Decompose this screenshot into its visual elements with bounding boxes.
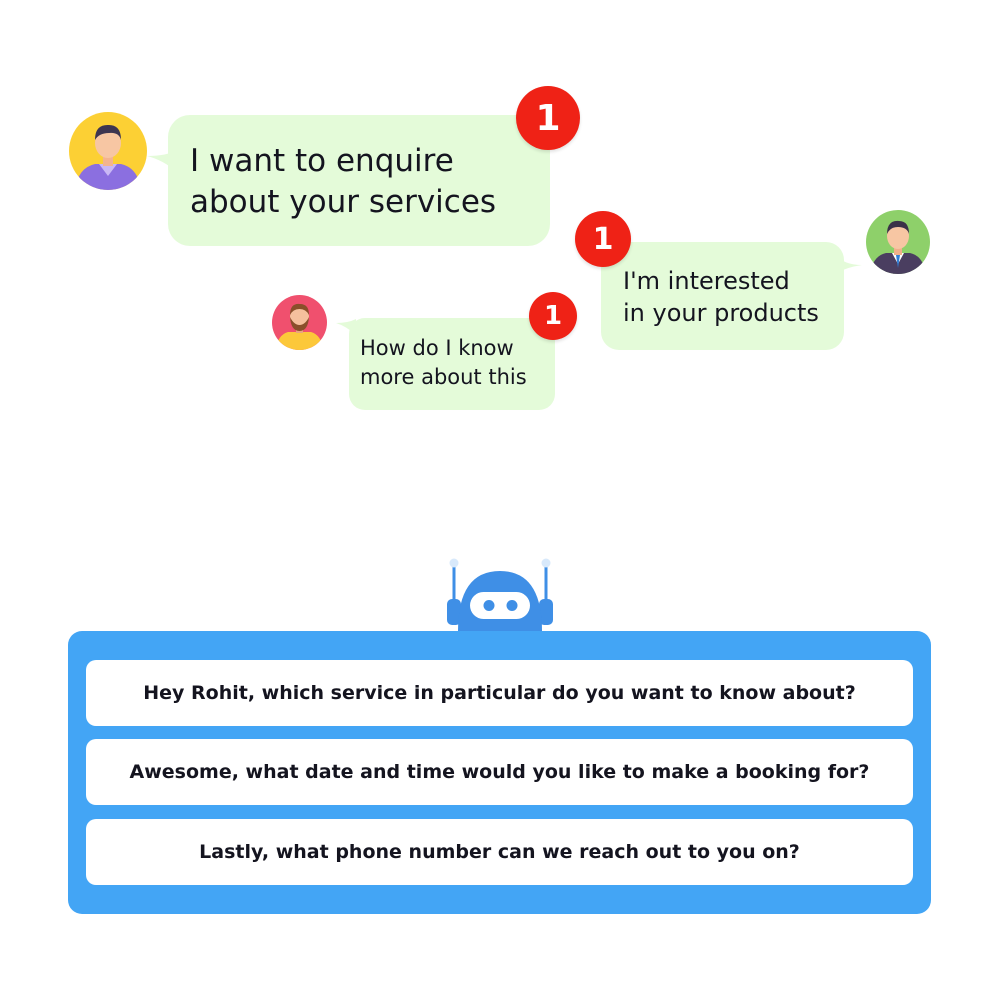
message-line: in your products	[623, 299, 819, 327]
bubble-tail	[336, 319, 356, 335]
message-line: more about this	[360, 365, 527, 389]
robot-icon	[447, 558, 553, 631]
unread-badge: 1	[529, 292, 577, 340]
message-bubble-enquire: I want to enquire about your services	[168, 115, 550, 246]
man-tie-avatar-icon	[866, 210, 930, 274]
unread-badge: 1	[516, 86, 580, 150]
message-line: How do I know	[360, 336, 514, 360]
unread-badge: 1	[575, 211, 631, 267]
message-line: I'm interested	[623, 267, 790, 295]
message-line: about your services	[190, 184, 497, 220]
bearded-man-avatar-icon	[272, 295, 327, 350]
bot-reply-panel: Hey Rohit, which service in particular d…	[68, 631, 931, 914]
bot-reply-option[interactable]: Hey Rohit, which service in particular d…	[86, 660, 913, 726]
man-avatar-icon	[69, 112, 147, 190]
message-bubble-products: I'm interested in your products	[601, 242, 844, 350]
message-bubble-know-more: How do I know more about this	[349, 318, 555, 410]
bot-reply-option[interactable]: Lastly, what phone number can we reach o…	[86, 819, 913, 885]
message-line: I want to enquire	[190, 143, 454, 179]
bot-reply-option[interactable]: Awesome, what date and time would you li…	[86, 739, 913, 805]
